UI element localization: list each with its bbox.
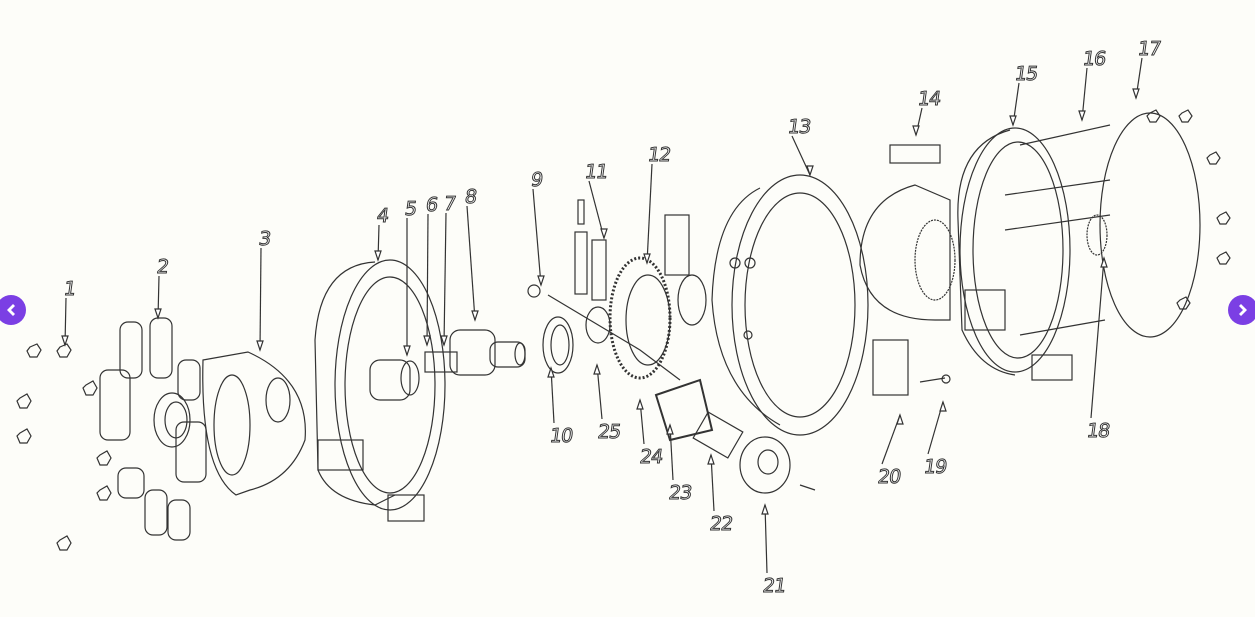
parts-19-20 xyxy=(872,339,951,396)
arrowhead-22 xyxy=(707,453,715,465)
arrowhead-13 xyxy=(806,165,814,177)
leader-line-13 xyxy=(791,135,811,176)
arrowhead-25 xyxy=(593,363,601,375)
arrowhead-23 xyxy=(666,423,674,435)
callout-19: 19 xyxy=(922,456,948,479)
arrowhead-15 xyxy=(1009,115,1017,127)
part-14-ring-gear xyxy=(859,144,956,321)
arrowhead-3 xyxy=(256,340,264,352)
part-2-spider xyxy=(99,317,207,541)
part-3-cover-plate xyxy=(202,351,306,496)
parts-21-24-worm-drive xyxy=(654,378,816,494)
arrowhead-19 xyxy=(939,400,947,412)
arrowhead-5 xyxy=(403,345,411,357)
arrowhead-16 xyxy=(1078,110,1086,122)
callout-15: 15 xyxy=(1013,63,1039,86)
callout-23: 23 xyxy=(667,482,693,505)
arrowhead-6 xyxy=(423,335,431,347)
leader-line-3 xyxy=(259,247,262,351)
callout-11: 11 xyxy=(583,161,609,184)
callout-13: 13 xyxy=(786,116,812,139)
callout-18: 18 xyxy=(1085,420,1111,443)
arrowhead-21 xyxy=(761,503,769,515)
nuts-right xyxy=(1146,109,1231,310)
parts-5-8-shaft xyxy=(369,329,526,401)
arrowhead-18 xyxy=(1100,256,1108,268)
arrowhead-9 xyxy=(537,275,545,287)
arrowhead-1 xyxy=(61,335,69,347)
arrowhead-8 xyxy=(471,310,479,322)
arrowhead-4 xyxy=(374,250,382,262)
leader-line-7 xyxy=(443,212,447,346)
arrowhead-7 xyxy=(440,335,448,347)
chevron-right-icon xyxy=(1239,304,1247,316)
leader-line-21 xyxy=(764,504,768,574)
arrowhead-11 xyxy=(600,228,608,240)
next-button[interactable] xyxy=(1228,295,1255,325)
callout-10: 10 xyxy=(548,425,574,448)
leader-line-8 xyxy=(466,205,476,321)
callout-24: 24 xyxy=(638,446,664,469)
part-4-housing xyxy=(314,259,446,522)
arrowhead-12 xyxy=(643,253,651,265)
callout-22: 22 xyxy=(708,513,734,536)
arrowhead-14 xyxy=(912,125,920,137)
previous-button[interactable] xyxy=(0,295,26,325)
callout-12: 12 xyxy=(646,144,672,167)
chevron-left-icon xyxy=(7,304,15,316)
callout-17: 17 xyxy=(1136,38,1162,61)
arrowhead-20 xyxy=(896,413,904,425)
part-12-gear xyxy=(608,214,707,380)
leader-line-6 xyxy=(426,213,429,346)
parts-9-11-bracket xyxy=(527,199,681,381)
callout-25: 25 xyxy=(596,421,622,444)
callout-leaders xyxy=(61,57,1143,574)
callout-14: 14 xyxy=(916,88,942,111)
parts-15-18-end-housing xyxy=(957,112,1201,381)
leader-line-9 xyxy=(532,188,542,286)
arrowhead-24 xyxy=(636,398,644,410)
callout-20: 20 xyxy=(876,466,902,489)
arrowhead-10 xyxy=(547,366,555,378)
leader-line-18 xyxy=(1090,257,1105,419)
nuts-left xyxy=(16,343,112,551)
callout-16: 16 xyxy=(1081,48,1107,71)
leader-line-12 xyxy=(646,163,653,264)
part-13-housing xyxy=(711,174,869,436)
arrowhead-2 xyxy=(154,308,162,320)
callout-21: 21 xyxy=(761,575,787,598)
arrowhead-17 xyxy=(1132,88,1140,100)
